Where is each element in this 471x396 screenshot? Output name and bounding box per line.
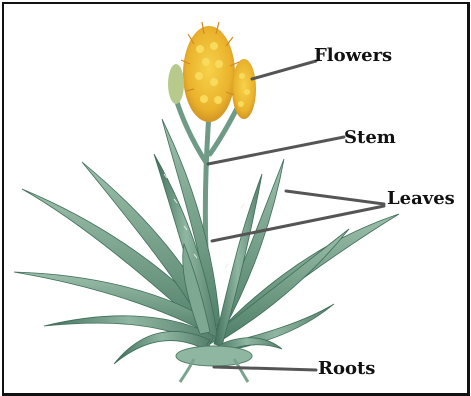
leaves-label: Leaves	[387, 188, 455, 209]
flowers-pointer	[252, 61, 316, 79]
roots-label: Roots	[318, 358, 375, 379]
leaves-pointer-upper	[286, 191, 384, 204]
stem-pointer	[208, 137, 344, 164]
flowers-label: Flowers	[314, 45, 392, 66]
roots-pointer	[214, 367, 316, 370]
plant-base	[176, 346, 252, 382]
stem-label: Stem	[344, 127, 396, 148]
